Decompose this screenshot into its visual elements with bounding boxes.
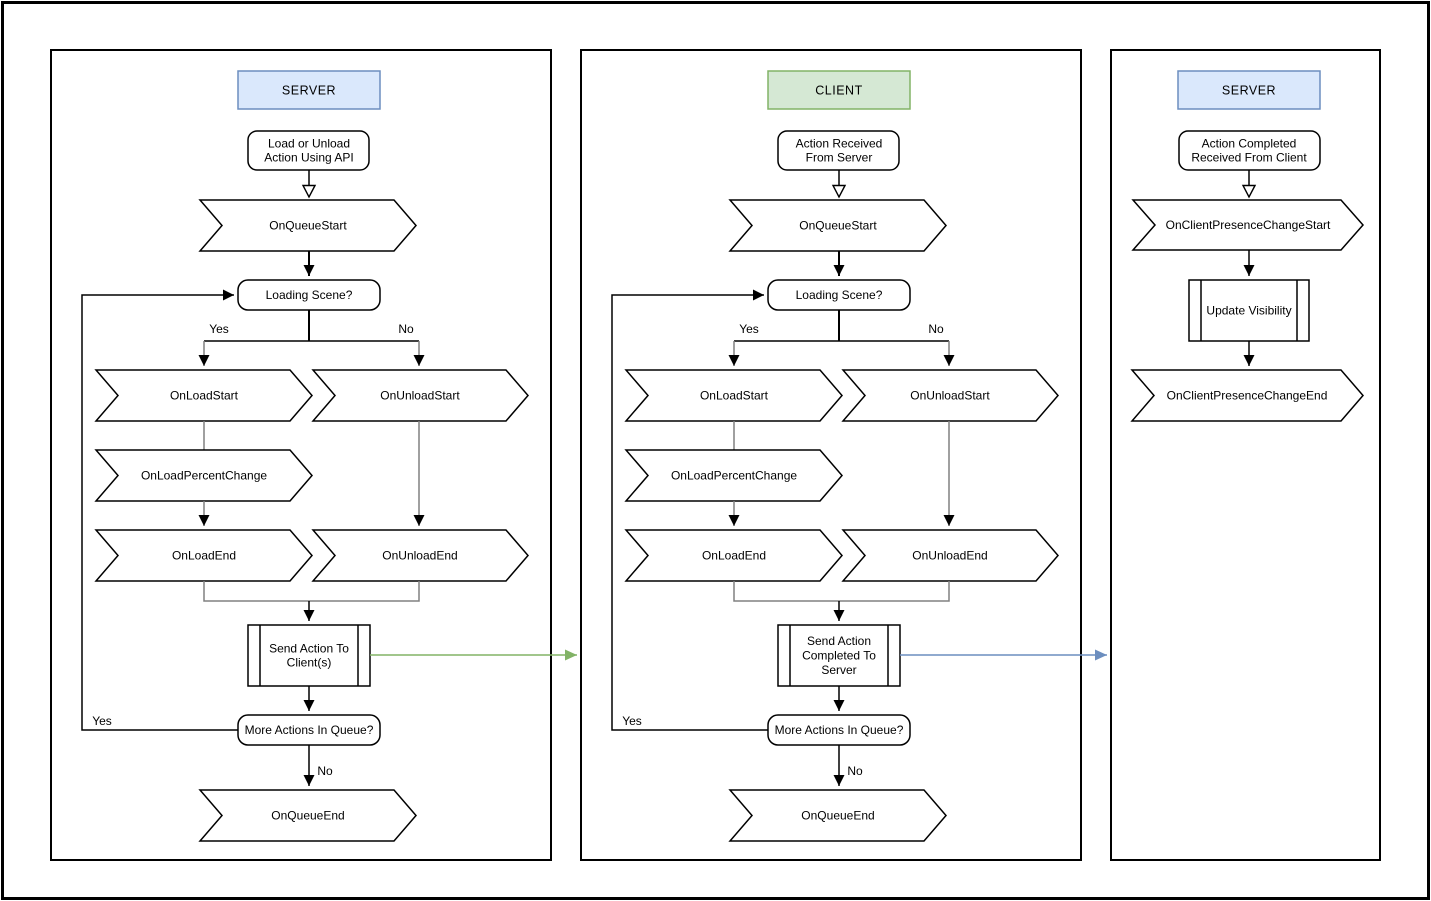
onqueuestart-step xyxy=(728,199,947,252)
merge-line xyxy=(203,581,420,602)
send-action-label: Send Action xyxy=(807,634,871,648)
onqueuestart-label: OnQueueStart xyxy=(799,219,877,233)
onclientpresencechangestart-label: OnClientPresenceChangeStart xyxy=(1166,218,1331,232)
panel-server-left: SERVER Load or Unload Action Using API O… xyxy=(50,49,577,861)
onclientpresencechangeend-step xyxy=(1130,369,1364,422)
onclientpresencechangeend-label: OnClientPresenceChangeEnd xyxy=(1167,389,1328,403)
onloadpercentchange-step xyxy=(94,449,313,502)
branch-yes-label: Yes xyxy=(739,322,759,336)
onunloadend-label: OnUnloadEnd xyxy=(912,549,987,563)
onqueueend-label: OnQueueEnd xyxy=(271,809,344,823)
onunloadstart-label: OnUnloadStart xyxy=(910,389,990,403)
send-action-node xyxy=(777,624,901,687)
send-action-label: Completed To xyxy=(802,649,876,663)
send-action-node xyxy=(247,624,371,687)
server-header-box xyxy=(1177,70,1321,110)
send-action-label: Send Action To xyxy=(269,642,349,656)
panel-server-right: SERVER Action Completed Received From Cl… xyxy=(1110,49,1381,861)
loading-scene-label: Loading Scene? xyxy=(266,288,353,302)
onunloadstart-label: OnUnloadStart xyxy=(380,389,460,403)
onloadend-label: OnLoadEnd xyxy=(702,549,766,563)
start-node-label: Load or Unload xyxy=(268,137,350,151)
loop-yes-label: Yes xyxy=(622,714,642,728)
start-node-label: From Server xyxy=(806,151,873,165)
onloadstart-step xyxy=(94,369,313,422)
onqueueend-step xyxy=(728,789,947,842)
start-node-label: Action Using API xyxy=(264,151,353,165)
queue-no-label: No xyxy=(317,764,333,778)
more-actions-label: More Actions In Queue? xyxy=(245,723,374,737)
merge-line xyxy=(733,581,950,602)
start-node-label: Action Received xyxy=(796,137,883,151)
onloadend-step xyxy=(624,529,843,582)
onloadpercentchange-label: OnLoadPercentChange xyxy=(671,469,797,483)
queue-no-label: No xyxy=(847,764,863,778)
panel-client: CLIENT Action Received From Server OnQue… xyxy=(580,49,1107,861)
onloadend-step xyxy=(94,529,313,582)
onunloadstart-step xyxy=(841,369,1059,422)
client-header-box xyxy=(767,70,911,110)
onloadstart-label: OnLoadStart xyxy=(700,389,769,403)
onqueuestart-label: OnQueueStart xyxy=(269,219,347,233)
send-action-label: Server xyxy=(821,663,856,677)
send-action-label: Client(s) xyxy=(287,656,332,670)
branch-no-label: No xyxy=(928,322,944,336)
loop-yes-line xyxy=(611,289,768,731)
panel-border xyxy=(50,49,552,861)
onqueueend-label: OnQueueEnd xyxy=(801,809,874,823)
onqueueend-step xyxy=(198,789,417,842)
start-node-label: Action Completed xyxy=(1202,137,1297,151)
onunloadend-label: OnUnloadEnd xyxy=(382,549,457,563)
branch-no-label: No xyxy=(398,322,414,336)
branch-yes-label: Yes xyxy=(209,322,229,336)
loop-yes-line xyxy=(81,289,238,731)
server-header-label: SERVER xyxy=(282,84,336,98)
onloadstart-step xyxy=(624,369,843,422)
update-visibility-node xyxy=(1188,279,1310,342)
onloadstart-label: OnLoadStart xyxy=(170,389,239,403)
onunloadend-step xyxy=(311,529,529,582)
onloadend-label: OnLoadEnd xyxy=(172,549,236,563)
update-visibility-label: Update Visibility xyxy=(1206,304,1291,318)
server-header-label: SERVER xyxy=(1222,84,1276,98)
onunloadend-step xyxy=(841,529,1059,582)
onloadpercentchange-step xyxy=(624,449,843,502)
loading-scene-label: Loading Scene? xyxy=(796,288,883,302)
loop-yes-label: Yes xyxy=(92,714,112,728)
onunloadstart-step xyxy=(311,369,529,422)
client-header-label: CLIENT xyxy=(815,84,862,98)
more-actions-label: More Actions In Queue? xyxy=(775,723,904,737)
panel-border xyxy=(1110,49,1381,861)
onqueuestart-step xyxy=(198,199,417,252)
onclientpresencechangestart-step xyxy=(1131,199,1364,251)
onloadpercentchange-label: OnLoadPercentChange xyxy=(141,469,267,483)
panel-border xyxy=(580,49,1082,861)
start-node-label: Received From Client xyxy=(1191,151,1307,165)
server-header-box xyxy=(237,70,381,110)
